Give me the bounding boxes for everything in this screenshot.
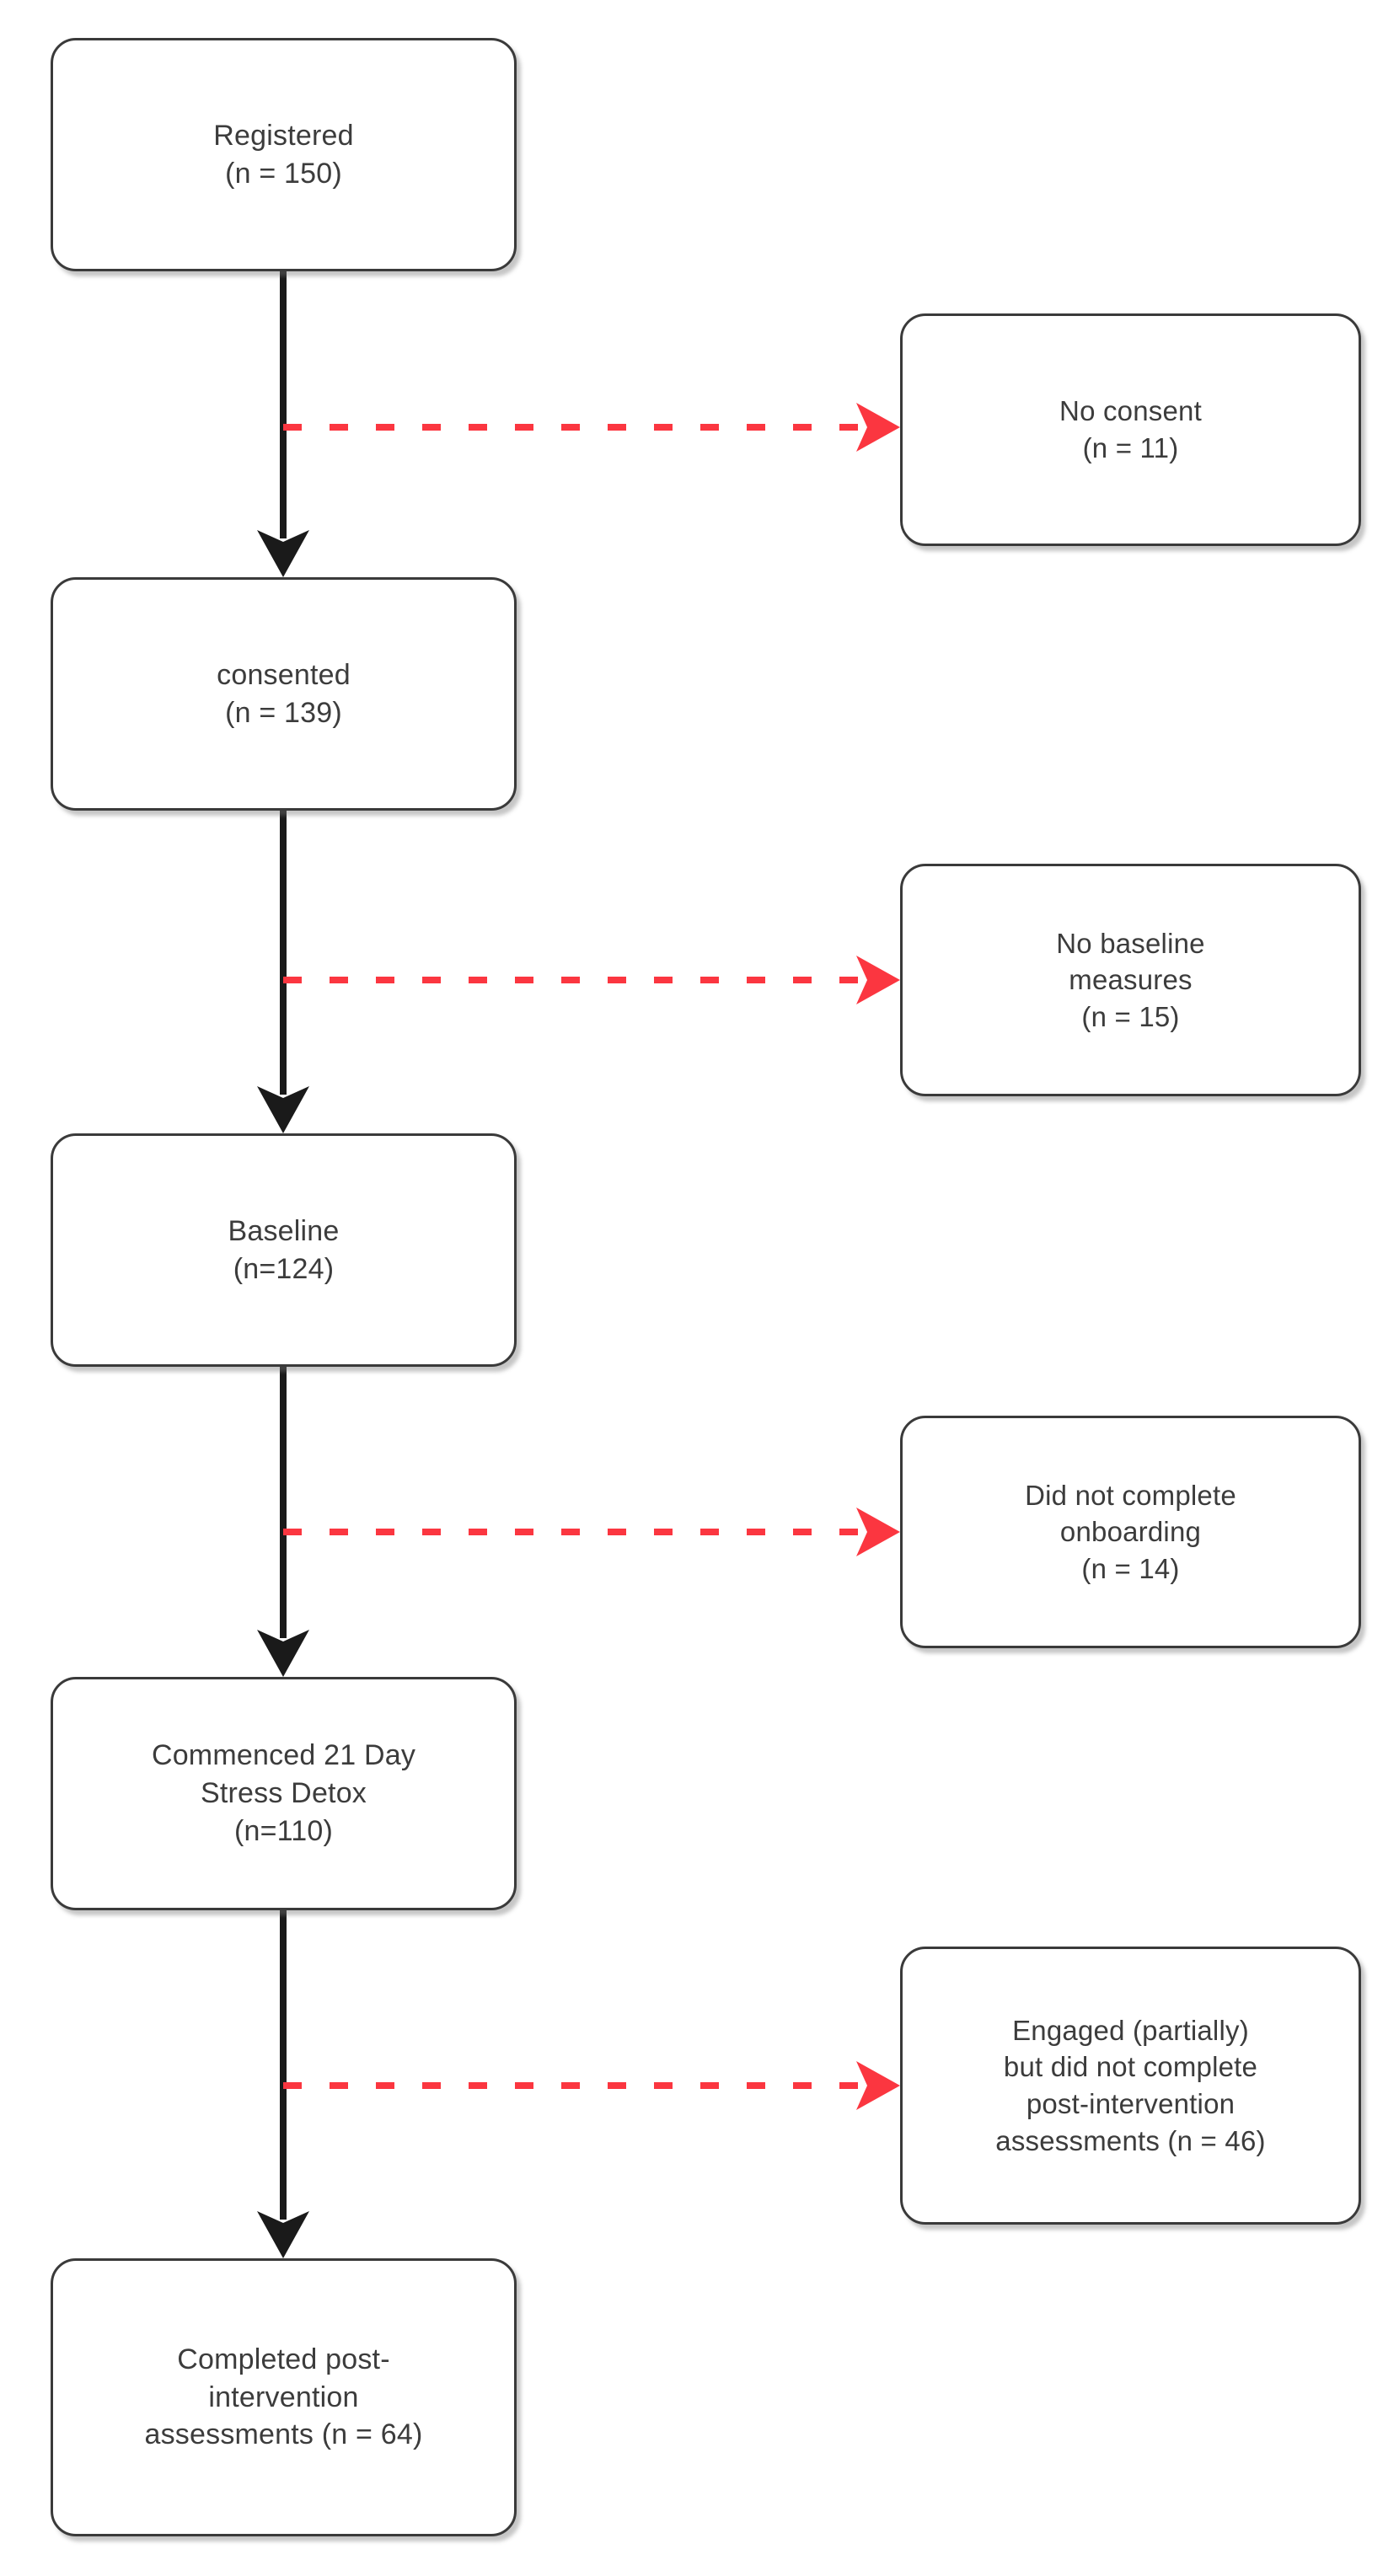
node-label-completed: Completed post- intervention assessments… bbox=[144, 2343, 423, 2451]
connector-commenced-to-completed bbox=[257, 1910, 309, 2258]
node-consented: consented (n = 139) bbox=[51, 577, 517, 811]
node-did-not-complete-onboarding: Did not complete onboarding (n = 14) bbox=[900, 1416, 1361, 1648]
node-commenced: Commenced 21 Day Stress Detox (n=110) bbox=[51, 1677, 517, 1910]
node-no-consent: No consent (n = 11) bbox=[900, 313, 1361, 546]
node-registered: Registered (n = 150) bbox=[51, 38, 517, 271]
connector-registered-to-consented bbox=[257, 271, 309, 577]
node-label-registered: Registered (n = 150) bbox=[213, 119, 354, 190]
node-label-baseline: Baseline (n=124) bbox=[228, 1214, 340, 1285]
node-label-commenced: Commenced 21 Day Stress Detox (n=110) bbox=[151, 1739, 416, 1847]
node-label-no-consent: No consent (n = 11) bbox=[1059, 395, 1202, 463]
connector-arrowhead bbox=[257, 530, 309, 577]
node-label-consented: consented (n = 139) bbox=[217, 658, 351, 729]
node-label-no-baseline-measures: No baseline measures (n = 15) bbox=[1056, 927, 1205, 1032]
connector-arrowhead bbox=[856, 1508, 900, 1556]
connector-to-did-not-complete-onboarding bbox=[283, 1508, 900, 1556]
node-no-baseline-measures: No baseline measures (n = 15) bbox=[900, 864, 1361, 1096]
connector-arrowhead bbox=[856, 403, 900, 452]
node-label-did-not-complete-onboarding: Did not complete onboarding (n = 14) bbox=[1025, 1479, 1236, 1584]
main-connectors-group bbox=[257, 271, 309, 2258]
connector-arrowhead bbox=[257, 1086, 309, 1133]
connector-arrowhead bbox=[257, 2211, 309, 2258]
connector-to-engaged-not-completed bbox=[283, 2061, 900, 2110]
node-label-engaged-not-completed: Engaged (partially) but did not complete… bbox=[995, 2014, 1266, 2156]
connector-arrowhead bbox=[856, 2061, 900, 2110]
connector-baseline-to-commenced bbox=[257, 1367, 309, 1677]
connector-to-no-baseline-measures bbox=[283, 956, 900, 1004]
connector-arrowhead bbox=[856, 956, 900, 1004]
node-completed: Completed post- intervention assessments… bbox=[51, 2258, 517, 2536]
node-baseline: Baseline (n=124) bbox=[51, 1133, 517, 1367]
connector-to-no-consent bbox=[283, 403, 900, 452]
exclusion-connectors-group bbox=[283, 403, 900, 2110]
connector-consented-to-baseline bbox=[257, 811, 309, 1133]
node-engaged-not-completed: Engaged (partially) but did not complete… bbox=[900, 1947, 1361, 2225]
connector-arrowhead bbox=[257, 1630, 309, 1677]
